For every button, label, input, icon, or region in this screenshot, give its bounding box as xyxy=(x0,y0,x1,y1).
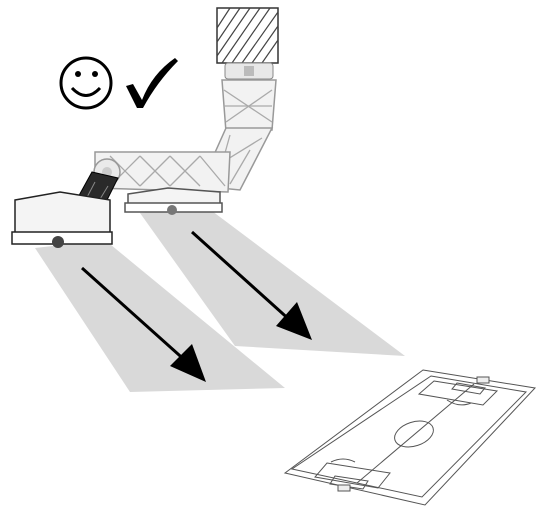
soccer-field-icon xyxy=(285,370,535,505)
checkmark-icon xyxy=(126,58,178,108)
luminaire-left xyxy=(12,192,112,248)
luminaire-right xyxy=(125,188,222,215)
hatched-wall-mount-icon xyxy=(217,8,278,63)
smiley-face-icon xyxy=(61,58,111,108)
